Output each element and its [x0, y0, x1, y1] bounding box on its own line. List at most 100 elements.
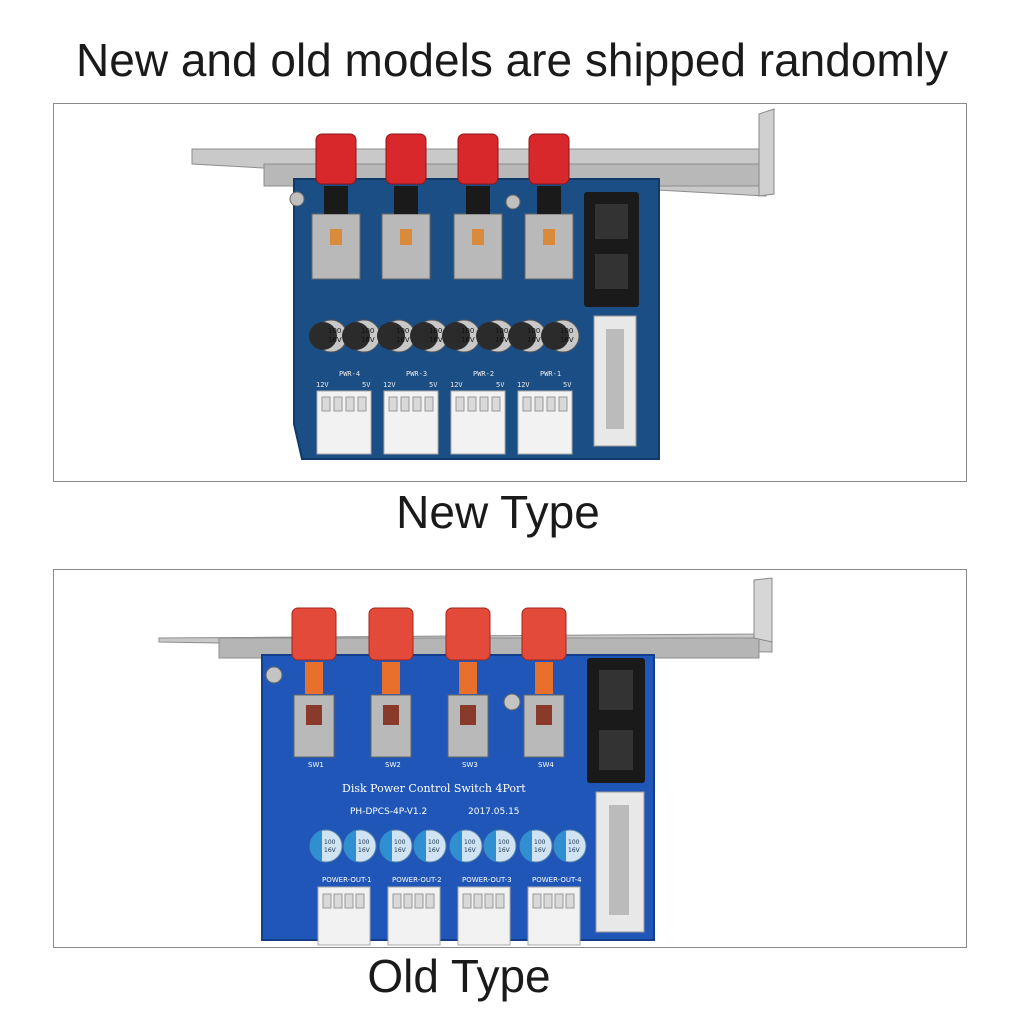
old-switch-slider: [460, 705, 476, 725]
old-capacitor-text: 100: [428, 839, 440, 846]
old-switch-spring: [459, 662, 477, 694]
new-switch-slider: [330, 229, 342, 245]
old-connector-pin: [403, 893, 413, 909]
old-switch-label: SW1: [308, 761, 324, 769]
new-type-caption: New Type: [396, 486, 600, 538]
new-capacitor-text: 16V: [527, 336, 541, 344]
old-capacitor-text: 16V: [428, 847, 441, 854]
old-port-label: POWER-OUT-1: [322, 876, 372, 884]
new-connector-pin: [479, 396, 489, 412]
old-type-caption: Old Type: [367, 950, 551, 1002]
old-capacitor-text: 100: [394, 839, 406, 846]
new-connector-pin: [357, 396, 367, 412]
old-capacitor-band: [519, 830, 532, 862]
old-capacitor-band: [309, 830, 322, 862]
new-port-label: PWR-2: [473, 370, 494, 378]
new-12v-label: 12V: [450, 381, 463, 389]
old-switch-slider: [306, 705, 322, 725]
headline: New and old models are shipped randomly: [76, 34, 948, 86]
new-capacitor-text: 16V: [461, 336, 475, 344]
old-capacitor-text: 16V: [394, 847, 407, 854]
new-connector-pin: [424, 396, 434, 412]
old-port-label: POWER-OUT-3: [462, 876, 512, 884]
new-connector-pin: [522, 396, 532, 412]
new-port-label: PWR-4: [339, 370, 360, 378]
old-board-model: PH-DPCS-4P-V1.2: [350, 807, 427, 817]
new-5v-label: 5V: [563, 381, 572, 389]
new-capacitor-band: [309, 322, 337, 350]
old-connector-pin: [392, 893, 402, 909]
new-12v-label: 12V: [316, 381, 329, 389]
old-red-button: [291, 607, 337, 661]
old-red-button: [521, 607, 567, 661]
old-capacitor-band: [379, 830, 392, 862]
new-switch-body: [381, 213, 431, 280]
old-capacitor-band: [413, 830, 426, 862]
new-switch-stem: [324, 186, 348, 214]
new-capacitor-band: [442, 322, 470, 350]
old-capacitor-text: 16V: [358, 847, 371, 854]
old-connector-pin: [462, 893, 472, 909]
new-capacitor-text: 16V: [396, 336, 410, 344]
old-connector-pin: [333, 893, 343, 909]
old-connector-pin: [425, 893, 435, 909]
new-capacitor-text: 100: [527, 327, 540, 335]
new-switch-stem: [537, 186, 561, 214]
old-connector-pin: [554, 893, 564, 909]
new-type-board-illustration: 10016V10016V10016V10016V10016V10016V1001…: [191, 108, 775, 460]
old-connector-pin: [543, 893, 553, 909]
new-capacitor-band: [476, 322, 504, 350]
old-board-title: Disk Power Control Switch 4Port: [342, 782, 526, 795]
new-capacitor-text: 16V: [429, 336, 443, 344]
old-capacitor-text: 16V: [498, 847, 511, 854]
new-5v-label: 5V: [362, 381, 371, 389]
old-connector-pin: [355, 893, 365, 909]
old-capacitor-text: 16V: [324, 847, 337, 854]
new-capacitor-text: 100: [461, 327, 474, 335]
new-switch-body: [453, 213, 503, 280]
new-capacitor-text: 16V: [361, 336, 375, 344]
old-port-label: POWER-OUT-4: [532, 876, 582, 884]
new-capacitor-text: 16V: [560, 336, 574, 344]
old-type-board-illustration: 10016V10016V10016V10016V10016V10016V1001…: [158, 577, 773, 946]
new-connector-pin: [345, 396, 355, 412]
new-switch-slider: [472, 229, 484, 245]
old-connector-pin: [484, 893, 494, 909]
new-connector-pin: [534, 396, 544, 412]
old-connector-pin: [322, 893, 332, 909]
old-switch-body: [293, 694, 335, 758]
old-port-label: POWER-OUT-2: [392, 876, 442, 884]
new-capacitor-band: [541, 322, 569, 350]
old-capacitor-text: 100: [568, 839, 580, 846]
old-switch-spring: [382, 662, 400, 694]
old-switch-label: SW4: [538, 761, 554, 769]
old-red-button: [445, 607, 491, 661]
new-connector-pin: [546, 396, 556, 412]
new-5v-label: 5V: [429, 381, 438, 389]
old-capacitor-text: 16V: [464, 847, 477, 854]
new-connector-pin: [467, 396, 477, 412]
new-capacitor-text: 100: [328, 327, 341, 335]
old-switch-spring: [305, 662, 323, 694]
new-connector-pin: [321, 396, 331, 412]
old-switch-label: SW2: [385, 761, 401, 769]
new-port-label: PWR-1: [540, 370, 561, 378]
new-capacitor-text: 16V: [495, 336, 509, 344]
old-capacitor-text: 100: [324, 839, 336, 846]
old-switch-body: [370, 694, 412, 758]
new-12v-label: 12V: [517, 381, 530, 389]
new-switch-slider: [400, 229, 412, 245]
new-switch-slider: [543, 229, 555, 245]
old-connector-pin: [344, 893, 354, 909]
old-capacitor-band: [449, 830, 462, 862]
old-switch-slider: [536, 705, 552, 725]
old-capacitor-band: [483, 830, 496, 862]
new-connector-pin: [400, 396, 410, 412]
old-switch-label: SW3: [462, 761, 478, 769]
new-switch-stem: [394, 186, 418, 214]
new-capacitor-text: 100: [396, 327, 409, 335]
new-5v-label: 5V: [496, 381, 505, 389]
old-red-button: [368, 607, 414, 661]
